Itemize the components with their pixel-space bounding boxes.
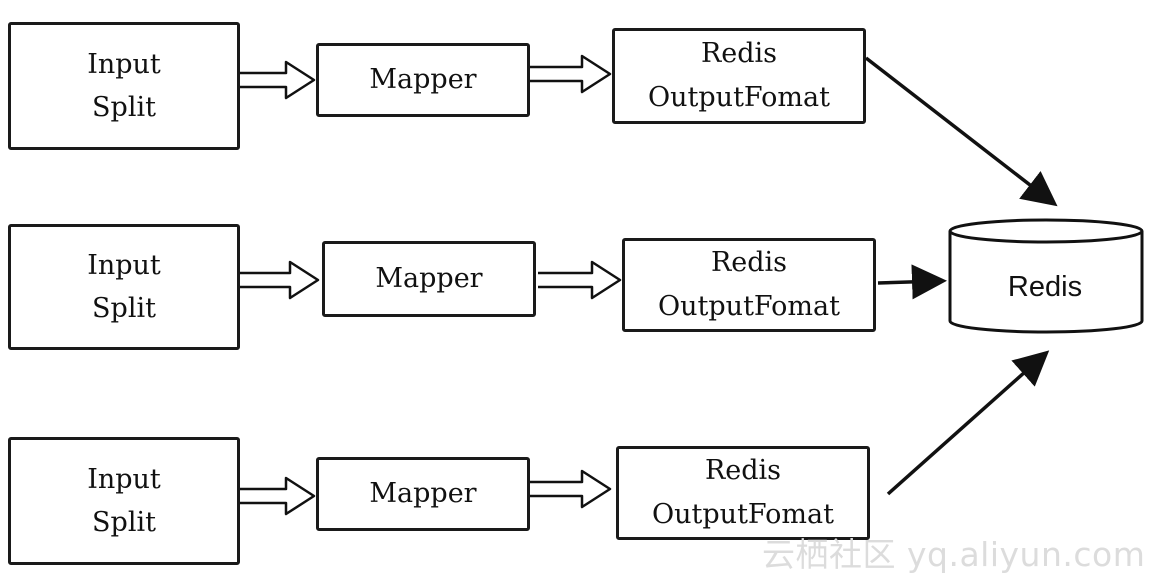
redis-database-label: Redis [1007, 270, 1083, 303]
redis-outputformat-box: Redis OutputFomat [612, 28, 866, 124]
mapper-box: Mapper [316, 457, 530, 531]
input-split-line2: Split [92, 507, 156, 538]
input-split-line1: Input [87, 49, 161, 80]
redis-outputformat-box: Redis OutputFomat [616, 446, 870, 540]
outputformat-line1: Redis [704, 455, 782, 486]
hollow-arrow-icon [240, 260, 320, 300]
outputformat-line1: Redis [700, 38, 778, 69]
mapper-label: Mapper [369, 478, 477, 509]
outputformat-line2: OutputFomat [652, 499, 834, 530]
mapper-label: Mapper [369, 64, 477, 95]
input-split-line1: Input [87, 250, 161, 281]
input-split-box: Input Split [8, 224, 240, 350]
mapper-label: Mapper [375, 263, 483, 294]
hollow-arrow-icon [530, 469, 612, 509]
hollow-arrow-icon [538, 260, 622, 300]
solid-arrow-icon [886, 350, 1050, 496]
hollow-arrow-icon [530, 54, 612, 94]
input-split-box: Input Split [8, 437, 240, 565]
input-split-box: Input Split [8, 22, 240, 150]
outputformat-line2: OutputFomat [648, 82, 830, 113]
database-cylinder-icon [948, 218, 1144, 334]
outputformat-line1: Redis [710, 247, 788, 278]
hollow-arrow-icon [240, 476, 316, 516]
input-split-line2: Split [92, 293, 156, 324]
input-split-line1: Input [87, 464, 161, 495]
redis-outputformat-box: Redis OutputFomat [622, 238, 876, 332]
mapper-box: Mapper [316, 43, 530, 117]
hollow-arrow-icon [240, 60, 316, 100]
input-split-line2: Split [92, 92, 156, 123]
mapper-box: Mapper [322, 241, 536, 317]
solid-arrow-icon [877, 264, 947, 300]
watermark-text: 云栖社区 yq.aliyun.com [762, 535, 1146, 574]
outputformat-line2: OutputFomat [658, 291, 840, 322]
solid-arrow-icon [864, 56, 1058, 207]
